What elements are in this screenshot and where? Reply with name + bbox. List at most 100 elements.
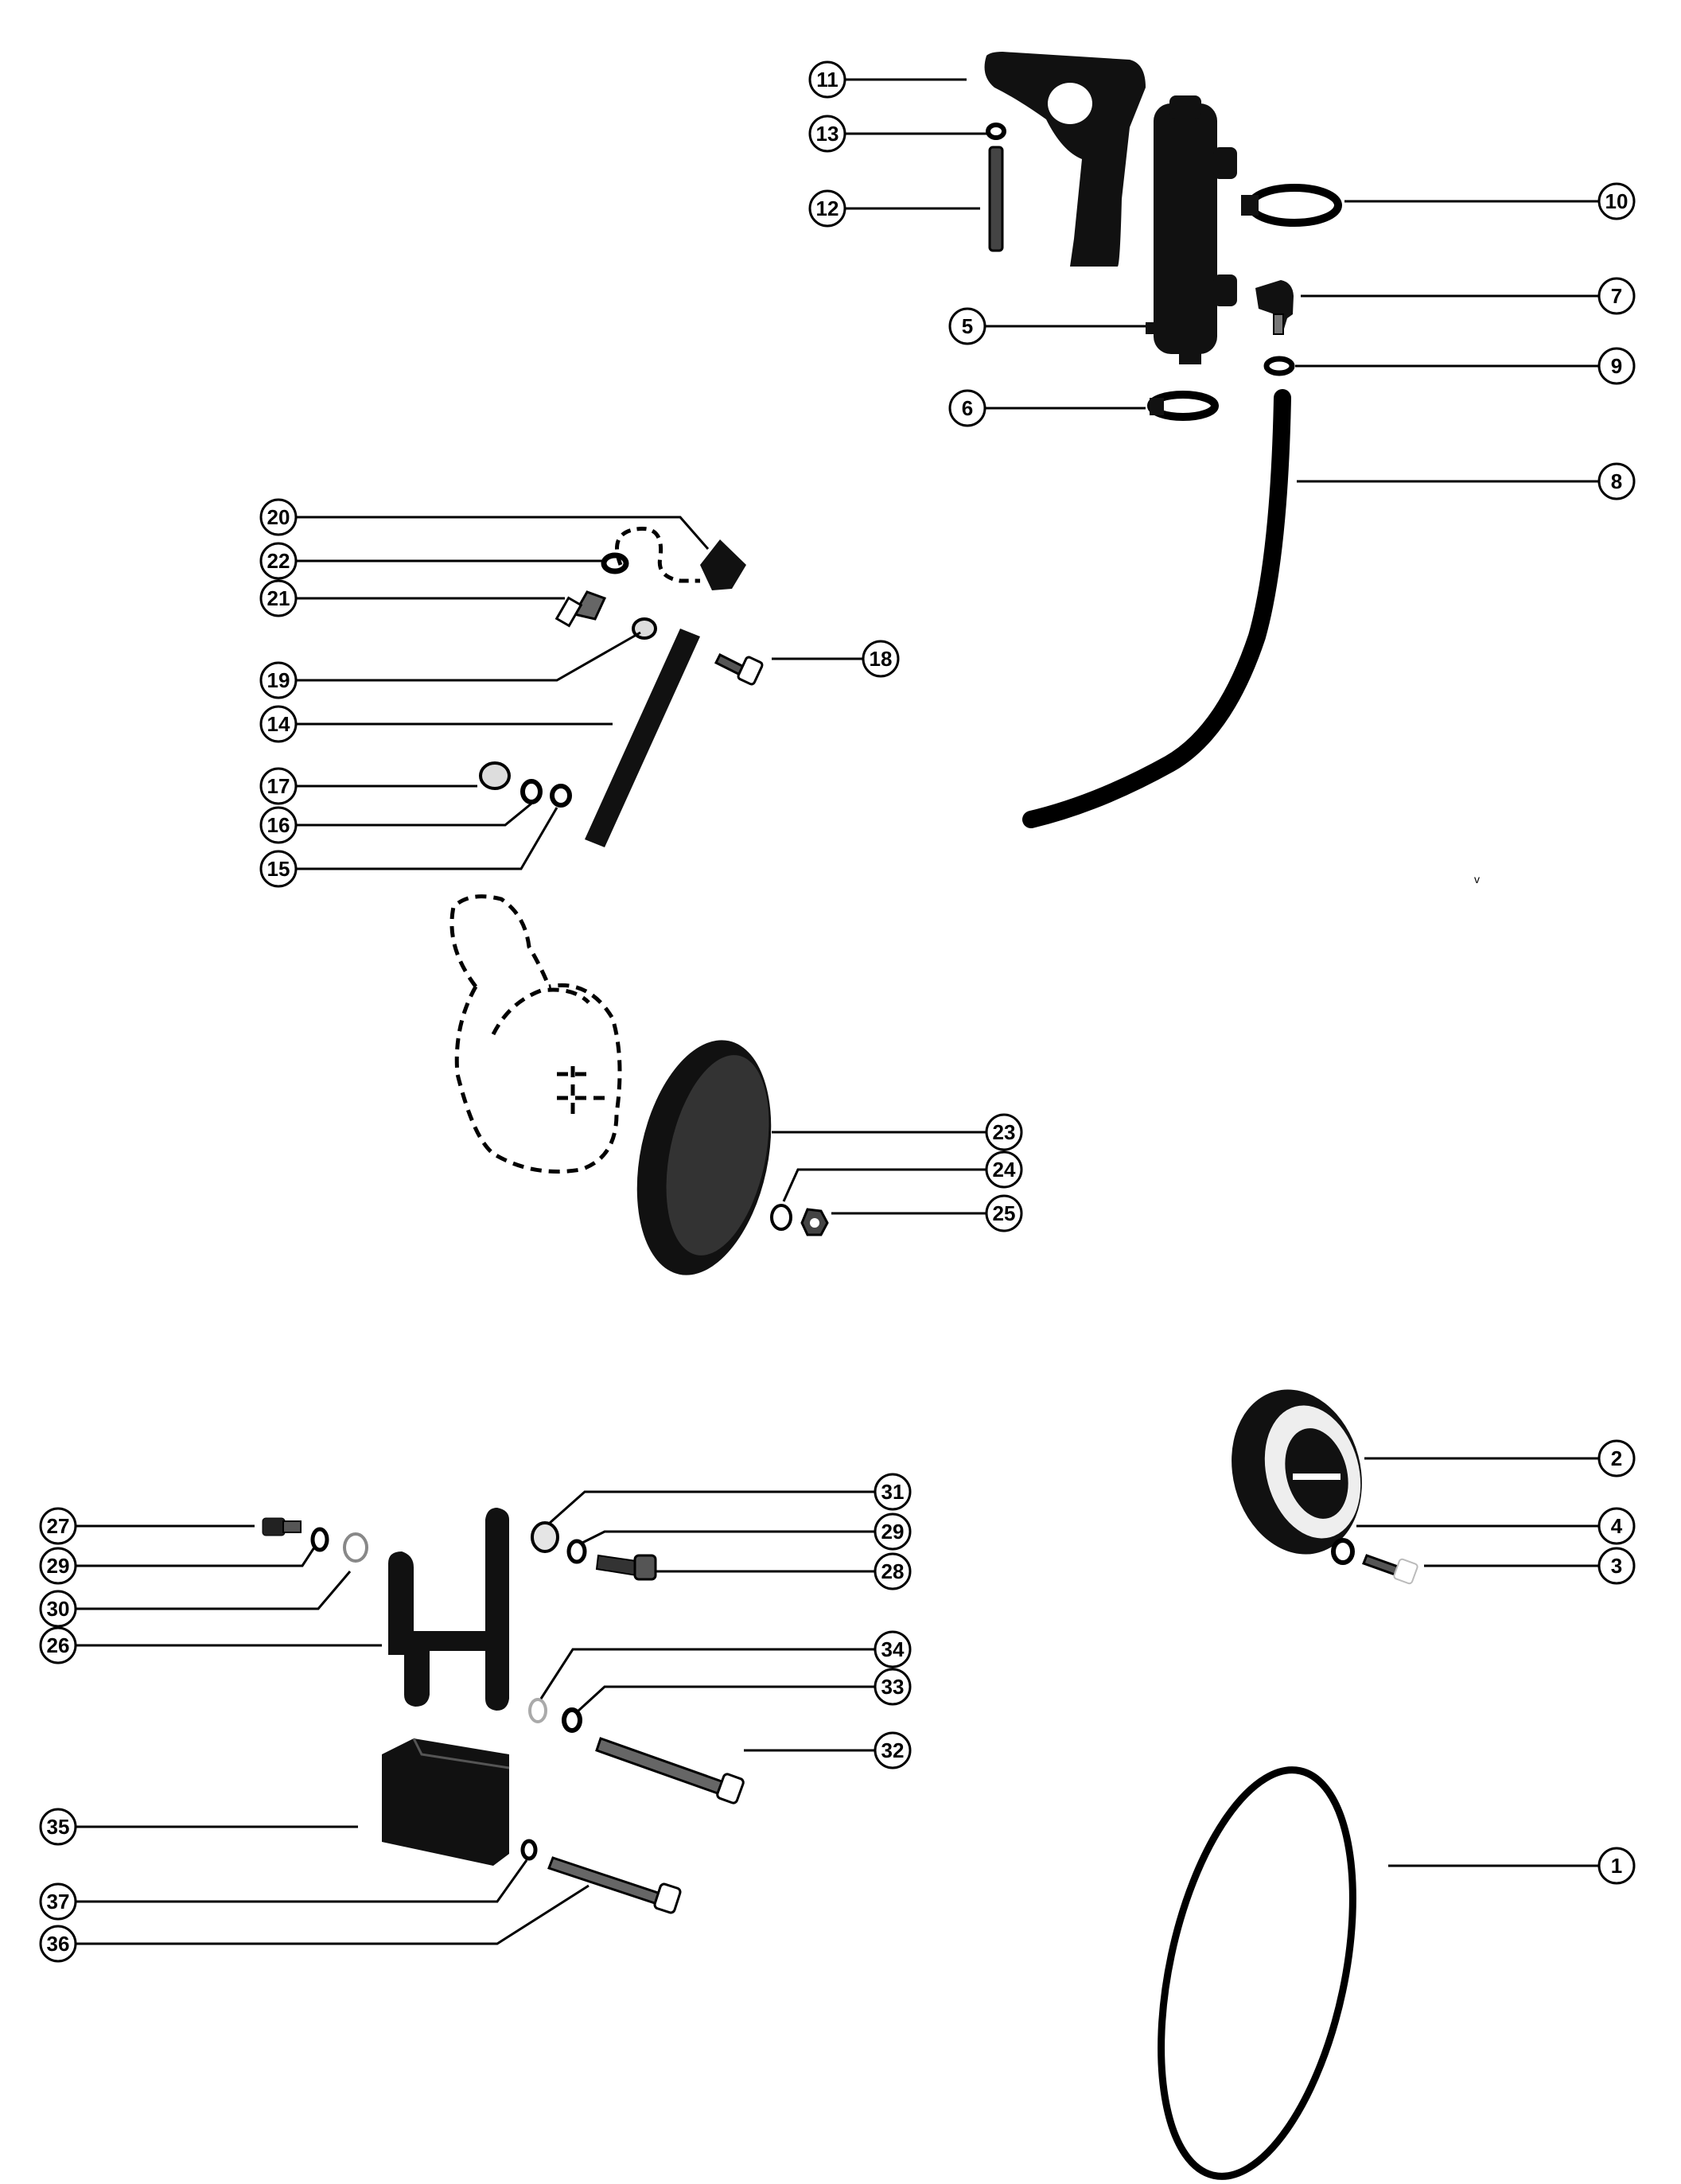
part-33-washer [562, 1707, 582, 1733]
callout-8-label: 8 [1611, 469, 1622, 493]
callout-6: 6 [948, 389, 986, 427]
part-35-block [382, 1738, 509, 1866]
callout-14: 14 [259, 705, 298, 743]
callout-21-label: 21 [267, 586, 290, 610]
part-21-bolt [572, 590, 607, 621]
callout-14-label: 14 [267, 712, 290, 736]
part-5-cylinder [1154, 103, 1217, 354]
callout-28: 28 [874, 1552, 912, 1590]
callout-29-left: 29 [39, 1547, 77, 1585]
part-30-spacer [343, 1532, 368, 1563]
leader-lines [76, 78, 1599, 1945]
callout-19: 19 [259, 661, 298, 699]
part-11-hole [1048, 83, 1092, 124]
callout-22-label: 22 [267, 549, 290, 573]
callout-27-label: 27 [47, 1514, 70, 1538]
part-12-stud [988, 146, 1004, 252]
callout-13: 13 [808, 115, 846, 153]
callout-1: 1 [1597, 1847, 1636, 1885]
part-14-strap [585, 629, 700, 847]
callout-12-label: 12 [816, 197, 839, 220]
callout-3: 3 [1597, 1547, 1636, 1585]
part-31-spacer [531, 1521, 559, 1553]
part-20-terminal [700, 539, 746, 590]
callout-7: 7 [1597, 277, 1636, 315]
callout-16: 16 [259, 806, 298, 844]
part-29-washer-right [566, 1539, 587, 1564]
part-4-washer [1331, 1538, 1355, 1565]
callout-5: 5 [948, 307, 986, 345]
callout-4-label: 4 [1611, 1514, 1623, 1538]
part-36-long-bolt [547, 1856, 662, 1906]
callout-37: 37 [39, 1882, 77, 1921]
part-16-washer [520, 779, 543, 804]
callout-10-label: 10 [1605, 189, 1628, 213]
part-17-bushing [479, 761, 511, 790]
callout-30: 30 [39, 1590, 77, 1628]
callout-35: 35 [39, 1808, 77, 1846]
callout-33: 33 [874, 1668, 912, 1706]
part-32-long-bolt [595, 1737, 726, 1796]
callouts: 11 13 12 10 7 5 9 6 8 20 22 21 18 19 14 … [39, 60, 1636, 1963]
callout-24: 24 [985, 1150, 1023, 1189]
callout-10: 10 [1597, 182, 1636, 220]
callout-35-label: 35 [47, 1815, 70, 1839]
callout-15: 15 [259, 850, 298, 888]
callout-36: 36 [39, 1925, 77, 1963]
callout-30-label: 30 [47, 1597, 70, 1621]
callout-26-label: 26 [47, 1633, 70, 1657]
part-28-bolt [595, 1554, 637, 1577]
part-11-bracket [984, 52, 1146, 267]
callout-17: 17 [259, 767, 298, 805]
callout-20: 20 [259, 498, 298, 536]
part-10-hose-clamp [1247, 184, 1342, 227]
callout-34: 34 [874, 1630, 912, 1668]
callout-3-label: 3 [1611, 1554, 1622, 1578]
callout-11: 11 [808, 60, 846, 99]
callout-31-label: 31 [881, 1480, 905, 1504]
part-26-bracket [388, 1508, 509, 1711]
part-13-washer [986, 123, 1006, 140]
callout-25-label: 25 [993, 1201, 1016, 1225]
callout-29-right: 29 [874, 1512, 912, 1551]
part-20-wire [615, 526, 700, 583]
callout-28-label: 28 [881, 1559, 905, 1583]
part-37-washer [520, 1839, 538, 1861]
callout-8: 8 [1597, 462, 1636, 500]
callout-23-label: 23 [993, 1120, 1016, 1144]
callout-32: 32 [874, 1731, 912, 1769]
callout-22: 22 [259, 542, 298, 580]
callout-29-left-label: 29 [47, 1554, 70, 1578]
callout-27: 27 [39, 1507, 77, 1545]
callout-7-label: 7 [1611, 284, 1622, 308]
callout-25: 25 [985, 1194, 1023, 1232]
callout-5-label: 5 [962, 314, 973, 338]
callout-16-label: 16 [267, 813, 290, 837]
part-1-belt [1158, 1766, 1356, 2180]
callout-2: 2 [1597, 1439, 1636, 1477]
callout-19-label: 19 [267, 668, 290, 692]
part-24-washer [770, 1204, 792, 1231]
callout-18: 18 [862, 640, 900, 678]
part-22-washer [601, 552, 629, 574]
callout-15-label: 15 [267, 857, 290, 881]
callout-24-label: 24 [993, 1158, 1016, 1182]
callout-23: 23 [985, 1113, 1023, 1151]
callout-12: 12 [808, 189, 846, 228]
callout-29-right-label: 29 [881, 1520, 905, 1544]
callout-36-label: 36 [47, 1932, 70, 1956]
callout-17-label: 17 [267, 774, 290, 798]
callout-4: 4 [1597, 1507, 1636, 1545]
callout-18-label: 18 [870, 647, 893, 671]
part-8-hose [1022, 389, 1291, 828]
part-27-bolt [262, 1517, 286, 1536]
callout-13-label: 13 [816, 122, 839, 146]
callout-9: 9 [1597, 347, 1636, 385]
part-15-washer [550, 784, 572, 808]
part-29-washer-left [310, 1527, 329, 1552]
callout-34-label: 34 [881, 1637, 905, 1661]
callout-9-label: 9 [1611, 354, 1622, 378]
callout-6-label: 6 [962, 396, 973, 420]
callout-21: 21 [259, 579, 298, 617]
